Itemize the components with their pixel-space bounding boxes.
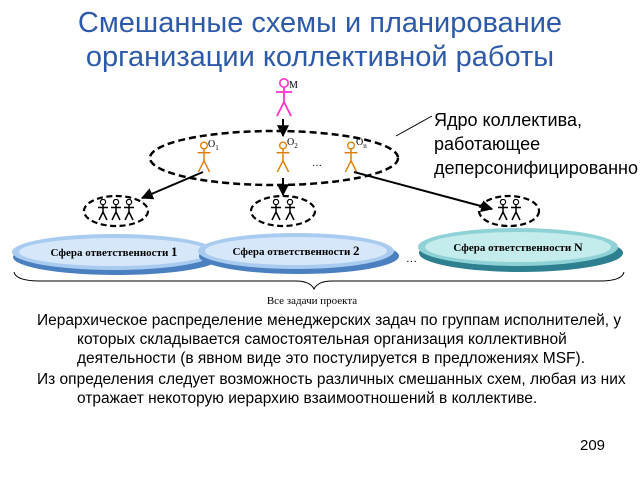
sphere-n-label: Сфера ответственности N xyxy=(453,240,583,254)
manager-label: M xyxy=(289,80,298,91)
core-member-2-label: O2 xyxy=(287,137,298,150)
page-number: 209 xyxy=(580,437,606,454)
core-label: Ядро коллектива, работающее деперсонифиц… xyxy=(434,110,639,178)
core-callout-line xyxy=(395,115,433,137)
core-member-n-label: On xyxy=(356,137,367,150)
all-tasks-brace xyxy=(13,271,625,291)
sphere-n: Сфера ответственности N xyxy=(418,228,623,272)
sphere-2: Сфера ответственности 2 xyxy=(198,233,399,274)
body-text: Иерархическое распределение менеджерских… xyxy=(37,311,627,410)
sphere-2-label: Сфера ответственности 2 xyxy=(232,243,359,258)
spheres-ellipsis: … xyxy=(406,253,417,265)
group-1 xyxy=(82,194,150,228)
group-n xyxy=(477,194,541,228)
slide-title: Смешанные схемы и планирование организац… xyxy=(0,6,640,74)
arrow-core-to-group-n xyxy=(353,171,494,212)
group-2 xyxy=(249,194,317,228)
paragraph-1: Иерархическое распределение менеджерских… xyxy=(37,312,622,367)
all-tasks-label: Все задачи проекта xyxy=(267,295,357,307)
core-member-1-label: O1 xyxy=(208,139,219,152)
paragraph-2: Из определения следует возможность разли… xyxy=(37,371,626,407)
sphere-1: Сфера ответственности 1 xyxy=(12,234,221,275)
core-ellipsis: … xyxy=(312,158,322,169)
core-ellipse xyxy=(148,129,400,187)
arrow-core-to-group-1 xyxy=(140,171,204,200)
sphere-1-label: Сфера ответственности 1 xyxy=(50,244,177,259)
title-line-2: организации коллективной работы xyxy=(85,41,555,73)
title-line-1: Смешанные схемы и планирование xyxy=(77,7,563,39)
